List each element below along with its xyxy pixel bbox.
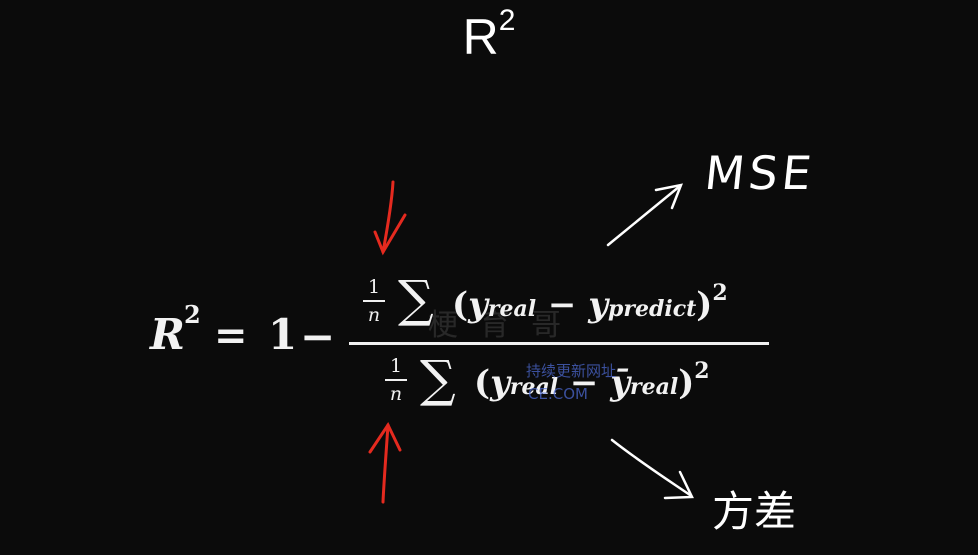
arrow-to-variance-icon [610, 438, 694, 500]
constant-one: 1 [268, 310, 298, 359]
arrow-to-mse-icon [606, 183, 683, 247]
minus-sign: − [300, 312, 336, 361]
denominator-sigma: ∑ [420, 350, 456, 408]
red-down-arrow-icon [373, 180, 407, 256]
mse-handwritten-label: MSE [702, 146, 818, 200]
equals-sign: = [214, 312, 248, 359]
red-up-arrow-icon [368, 421, 402, 504]
numerator-inverse-n: 1 n [363, 276, 385, 326]
numerator-sigma: ∑ [398, 270, 434, 328]
watermark-url-label: 持续更新网址 [526, 362, 617, 380]
denominator-inverse-n: 1 n [385, 355, 407, 405]
slide-title: R2 [462, 4, 516, 65]
denominator-expression: (yreal − ȳreal)2 [474, 358, 710, 403]
numerator-expression: (yreal − ypredict)2 [452, 280, 728, 325]
lhs-exponent: 2 [184, 300, 201, 329]
fraction-bar [349, 342, 769, 345]
lhs-symbol: R [150, 310, 185, 359]
watermark-domain: CE.COM [528, 385, 588, 403]
watermark-logo-text: 梗 育 哥 [428, 308, 568, 343]
variance-handwritten-label: 方差 [712, 487, 797, 536]
